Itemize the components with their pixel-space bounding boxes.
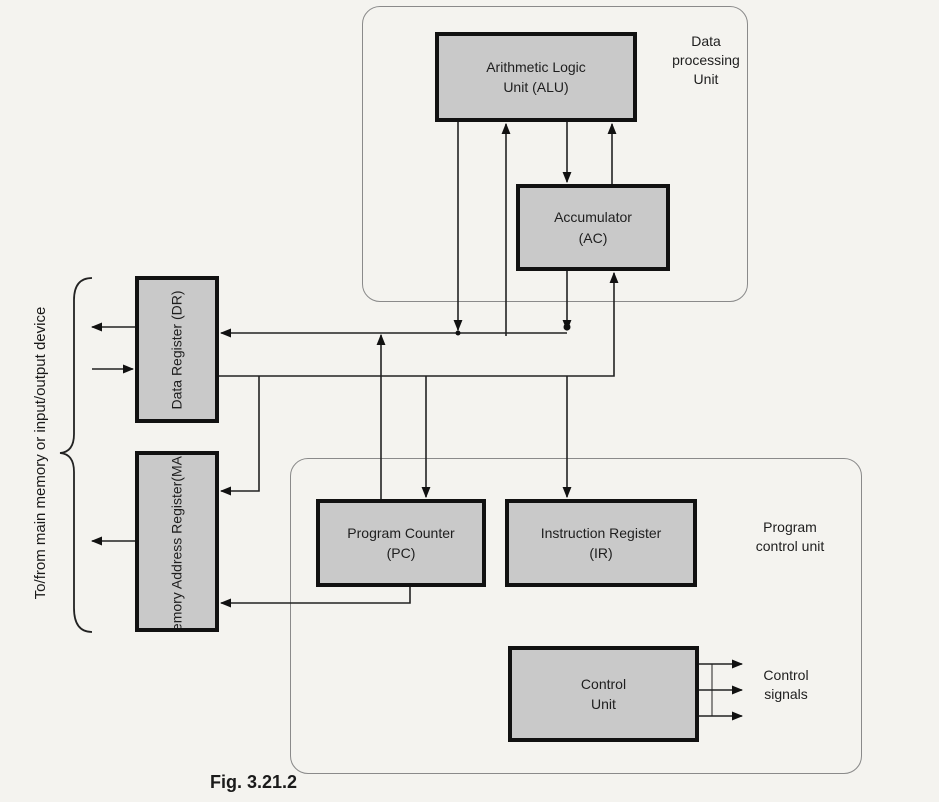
memory-io-label-line2: or input/output device <box>31 306 49 451</box>
memory-brace <box>59 277 93 633</box>
control-signals-line2: signals <box>764 685 808 702</box>
junction-dot-bus <box>455 330 461 336</box>
memory-io-label-line1: To/from main memory <box>31 454 49 600</box>
dr-label-line1: Data Register <box>168 323 185 410</box>
pc-label-line2: (PC) <box>386 545 416 561</box>
junction-dot-ac <box>563 323 571 331</box>
mar-label-line2: Register(MAR) <box>168 451 185 534</box>
control-unit-block: Control Unit <box>508 646 699 742</box>
figure-caption: Fig. 3.21.2 <box>210 772 298 792</box>
ac-label-line1: Accumulator <box>554 209 632 226</box>
alu-label-line2: Unit (ALU) <box>503 79 569 95</box>
control-signals-label: Control signals <box>750 666 822 704</box>
pc-label-line1: Program Counter <box>347 524 455 541</box>
memory-io-label: To/from main memory or input/output devi… <box>31 307 51 600</box>
control-signals-line1: Control <box>763 667 809 683</box>
dr-label-line2: (DR) <box>168 289 185 320</box>
ac-label-line2: (AC) <box>578 229 608 246</box>
bus-to-mar-wire <box>219 376 260 496</box>
alu-label-line1: Arithmetic Logic <box>486 58 586 75</box>
mar-label-line1: Memory Address <box>168 537 185 632</box>
accumulator-register: Accumulator (AC) <box>516 184 670 271</box>
data-register: Data Register (DR) <box>135 276 219 423</box>
alu-register: Arithmetic Logic Unit (ALU) <box>435 32 637 122</box>
ir-label-line2: (IR) <box>589 545 613 561</box>
cu-label-line2: Unit <box>591 696 616 712</box>
cu-label-line1: Control <box>580 675 627 692</box>
program-control-unit-region <box>290 458 862 774</box>
memory-address-register: Memory Address Register(MAR) <box>135 451 219 632</box>
data-processing-unit-label: Data processing Unit <box>672 33 740 87</box>
ir-label-line1: Instruction Register <box>540 524 662 541</box>
instruction-register: Instruction Register (IR) <box>505 499 697 587</box>
program-counter-register: Program Counter (PC) <box>316 499 486 587</box>
program-control-unit-label: Program control unit <box>755 519 825 554</box>
